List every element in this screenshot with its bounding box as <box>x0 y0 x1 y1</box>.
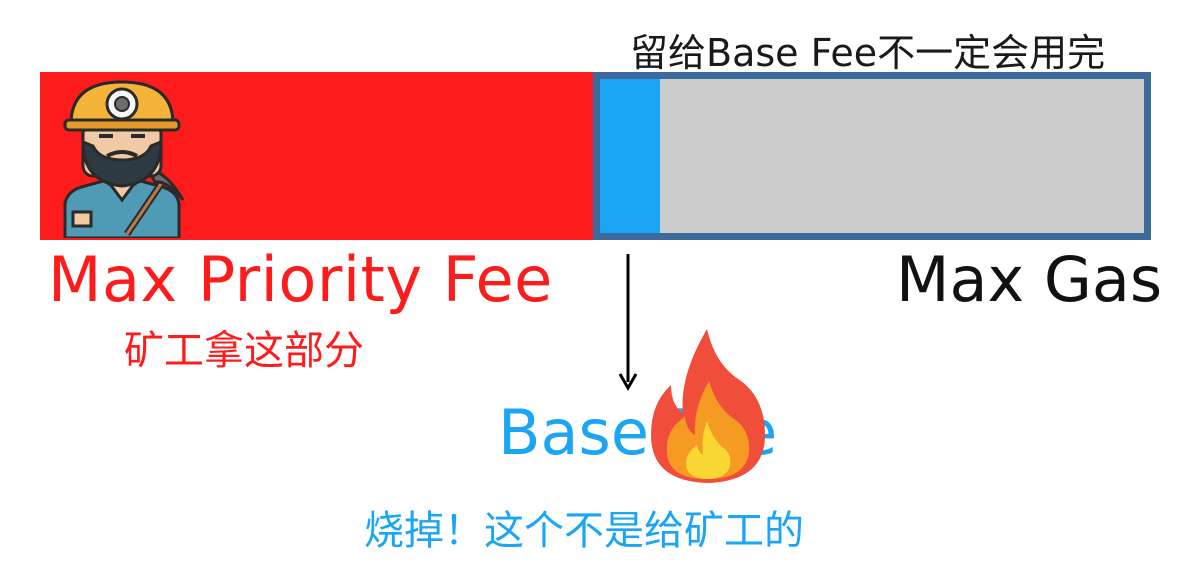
miner-icon <box>63 80 185 238</box>
max-priority-fee-label: Max Priority Fee <box>48 243 553 316</box>
base-fee-used-segment <box>600 79 660 233</box>
max-gas-bar <box>593 72 1151 240</box>
burn-label: 烧掉！这个不是给矿工的 <box>364 508 804 554</box>
max-gas-label: Max Gas <box>896 243 1163 316</box>
miner-gets-label: 矿工拿这部分 <box>124 328 364 374</box>
arrow-down-icon <box>618 254 638 392</box>
top-caption: 留给Base Fee不一定会用完 <box>630 31 1106 75</box>
fire-icon <box>651 329 765 483</box>
